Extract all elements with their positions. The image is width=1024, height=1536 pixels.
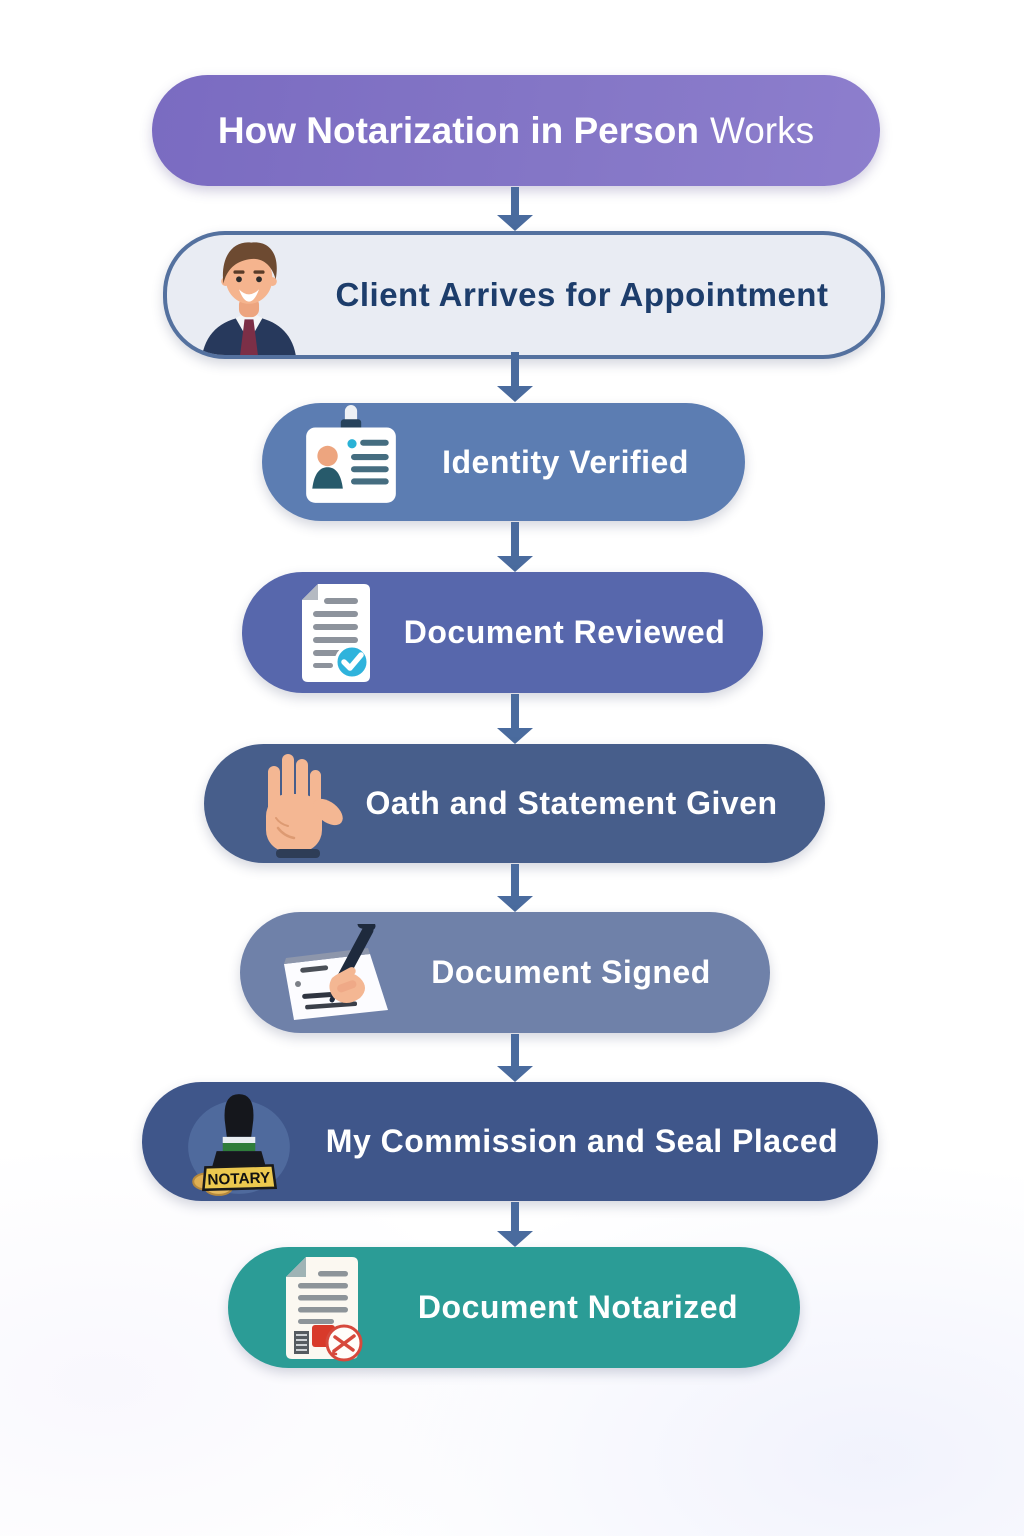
flow-arrow	[497, 352, 533, 402]
step-identity-verified: Identity Verified	[262, 403, 745, 521]
step-label: My Commission and Seal Placed	[325, 1123, 839, 1159]
flow-arrow	[497, 864, 533, 912]
step-oath-statement-given: Oath and Statement Given	[204, 744, 825, 863]
flow-arrow	[497, 187, 533, 231]
step-commission-seal-placed: NOTARY My Commission and Seal Placed	[142, 1082, 878, 1201]
flow-arrow	[497, 522, 533, 572]
client-avatar-icon	[193, 237, 305, 355]
id-badge-icon	[300, 403, 402, 514]
notary-stamp-icon: NOTARY	[180, 1086, 298, 1205]
step-label: Identity Verified	[442, 443, 689, 480]
flow-arrow	[497, 1034, 533, 1082]
step-label: Oath and Statement Given	[365, 785, 778, 821]
step-label: Document Reviewed	[403, 614, 726, 650]
step-document-reviewed: Document Reviewed	[242, 572, 763, 693]
document-check-icon	[286, 580, 386, 691]
flowchart-title: How Notarization in Person Works	[152, 75, 880, 186]
stamped-document-icon	[272, 1255, 372, 1368]
step-client-arrives: Client Arrives for Appointment	[163, 231, 885, 359]
title-text-regular: Works	[709, 109, 815, 151]
step-label: Client Arrives for Appointment	[335, 276, 829, 313]
step-label: Document Notarized	[417, 1289, 739, 1325]
flow-arrow	[497, 694, 533, 744]
step-document-notarized: Document Notarized	[228, 1247, 800, 1368]
title-text-bold: How Notarization in Person	[217, 109, 699, 151]
flow-arrow	[497, 1202, 533, 1247]
step-label: Document Signed	[431, 954, 711, 990]
notary-stamp-text: NOTARY	[207, 1170, 270, 1189]
raised-hand-icon	[250, 750, 344, 863]
step-document-signed: Document Signed	[240, 912, 770, 1033]
signing-hand-icon	[272, 919, 400, 1027]
